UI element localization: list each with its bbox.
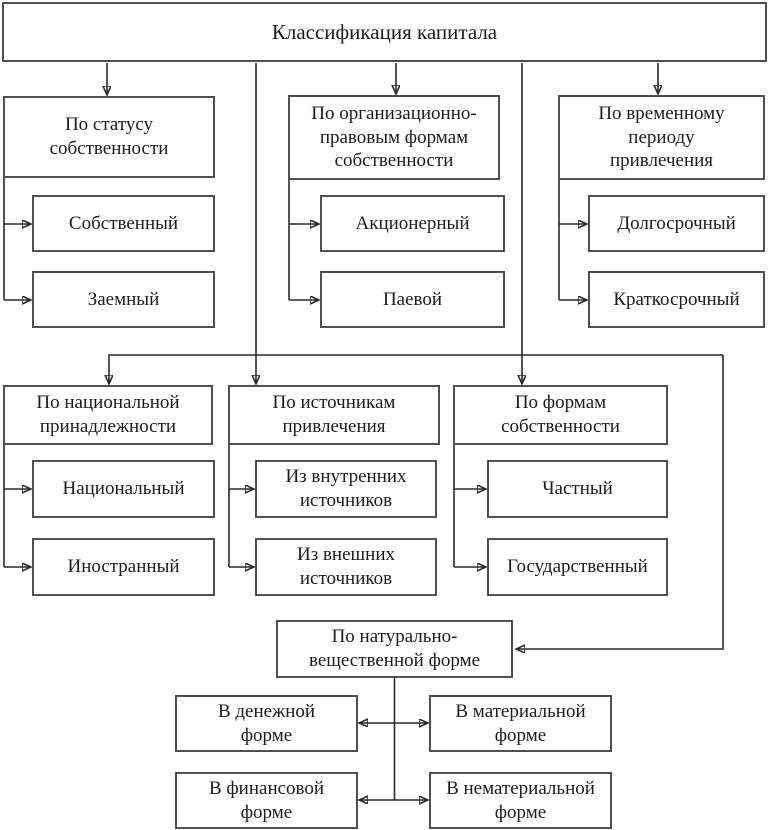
item-equity-capital: Собственный (32, 195, 215, 252)
category-by-nationality: По национальной принадлежности (3, 385, 213, 445)
category-by-time-period: По временному периоду привлечения (558, 95, 765, 180)
item-external-sources: Из внешних источников (255, 538, 437, 596)
item-short-term-capital: Краткосрочный (588, 271, 765, 328)
item-internal-sources: Из внутренних источников (255, 460, 437, 518)
item-long-term-capital: Долгосрочный (588, 195, 765, 252)
category-by-natural-material-form: По натурально- вещественной форме (276, 620, 513, 678)
item-monetary-form: В денежной форме (175, 695, 358, 752)
category-by-ownership-form: По формам собственности (453, 385, 668, 445)
diagram-title: Классификация капитала (2, 2, 767, 62)
item-joint-stock-capital: Акционерный (320, 195, 505, 252)
item-national-capital: Национальный (32, 460, 215, 518)
item-intangible-form: В нематериальной форме (429, 772, 612, 829)
category-by-legal-form: По организационно- правовым формам собст… (288, 95, 500, 180)
item-share-capital: Паевой (320, 271, 505, 328)
item-material-form: В материальной форме (429, 695, 612, 752)
item-private-capital: Частный (487, 460, 668, 518)
item-foreign-capital: Иностранный (32, 538, 215, 596)
category-by-source: По источникам привлечения (228, 385, 440, 445)
category-by-ownership-status: По статусу собственности (3, 96, 215, 178)
item-financial-form: В финансовой форме (175, 772, 358, 829)
item-borrowed-capital: Заемный (32, 271, 215, 328)
item-state-capital: Государственный (487, 538, 668, 596)
